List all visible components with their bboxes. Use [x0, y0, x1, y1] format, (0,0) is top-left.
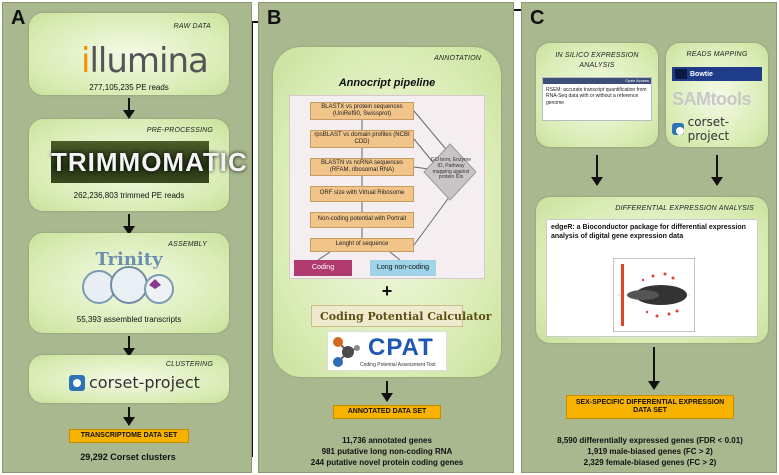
pipeline-step-3: BLASTN vs ncRNA sequences (RFAM, ribosom…	[310, 158, 414, 176]
pre-processing-box: PRE-PROCESSING TRIMMOMATIC 262,236,803 t…	[29, 119, 247, 211]
cpat-subtitle: Coding Potential Assessment Tool	[360, 362, 436, 368]
cpat-name: CPAT	[368, 334, 434, 361]
sex-specific-badge: SEX-SPECIFIC DIFFERENTIAL EXPRESSION DAT…	[566, 395, 734, 420]
pipeline-step-6: Lenght of sequence	[310, 238, 414, 252]
diff-result-3: 2,329 female-biased genes (FC > 2)	[583, 458, 717, 467]
reads-corset-icon	[672, 123, 684, 135]
pipeline-step-2: rpsBLAST vs domain profiles (NCBI CDD)	[310, 130, 414, 148]
annotation-box: ANNOTATION Annocript pipeline BLASTX vs …	[273, 47, 501, 377]
annotation-title: ANNOTATION	[434, 55, 481, 62]
cpc-logo: Coding Potential Calculator	[311, 305, 492, 327]
panel-c: C IN SILICO EXPRESSION ANALYSIS Open Acc…	[521, 2, 777, 473]
in-silico-title: IN SILICO EXPRESSION ANALYSIS	[555, 52, 639, 69]
panel-a-label: A	[11, 7, 26, 29]
arrow-c2	[711, 155, 723, 186]
diff-result-2: 1,919 male-biased genes (FC > 2)	[587, 447, 713, 456]
annocript-title: Annocript pipeline	[338, 77, 436, 89]
cpat-logo: CPAT Coding Potential Assessment Tool	[327, 331, 447, 371]
corset-text: corset-project	[89, 373, 200, 392]
panel-b: B ANNOTATION Annocript pipeline BLASTX v…	[258, 2, 514, 473]
edger-paper: edgeR: a Bioconductor package for differ…	[546, 219, 758, 337]
corset-logo: corset-project	[69, 373, 200, 392]
edger-title: edgeR: a Bioconductor package for differ…	[551, 224, 746, 241]
arrow-a1	[123, 98, 135, 119]
arrow-a4	[123, 407, 135, 426]
pre-processing-title: PRE-PROCESSING	[146, 127, 213, 134]
corset-icon	[69, 374, 85, 391]
trinity-logo: Trinity	[82, 249, 174, 304]
reads-mapping-box: READS MAPPING Bowtie SAMtools corset-pro…	[666, 43, 768, 147]
arrow-a2	[123, 214, 135, 235]
diff-expr-title: DIFFERENTIAL EXPRESSION ANALYSIS	[615, 205, 754, 212]
rsem-open-access: Open Access	[625, 78, 649, 83]
pre-processing-caption: 262,236,803 trimmed PE reads	[73, 191, 185, 200]
clustering-box: CLUSTERING corset-project	[29, 355, 229, 403]
reads-mapping-title: READS MAPPING	[686, 51, 748, 58]
clustering-title: CLUSTERING	[165, 361, 213, 368]
arrow-b1	[381, 381, 393, 402]
bowtie-text: Bowtie	[690, 70, 713, 78]
reads-corset-logo: corset-project	[672, 115, 768, 143]
assembly-title: ASSEMBLY	[168, 241, 207, 248]
pipeline-step-5: Non-coding potential with Portrait	[310, 212, 414, 228]
bowtie-logo: Bowtie	[672, 67, 762, 81]
coding-box: Coding	[294, 260, 352, 276]
plus-sign: +	[381, 281, 393, 301]
raw-data-box: RAW DATA illumina 277,105,235 PE reads	[29, 13, 229, 95]
panel-b-label: B	[267, 7, 282, 29]
annotation-result-3: 244 putative novel protein coding genes	[310, 458, 464, 467]
pipeline-step-1: BLASTX vs protein sequences (UniRef90, S…	[310, 102, 414, 120]
noncoding-box: Long non-coding	[370, 260, 436, 276]
illumina-logo: illumina	[81, 41, 209, 81]
rsem-journal-bar: Open Access	[543, 78, 651, 84]
trinity-text: Trinity	[95, 249, 163, 270]
annotation-result-2: 981 putative long non-coding RNA	[321, 447, 453, 456]
assembly-box: ASSEMBLY Trinity 55,393 assembled transc…	[29, 233, 229, 333]
transcriptome-badge: TRANSCRIPTOME DATA SET	[69, 429, 189, 444]
bowtie-icon	[675, 69, 687, 79]
annotation-result-1: 11,736 annotated genes	[342, 436, 432, 445]
go-term-text: GO term, Enzyme ID, Pathway mapping agai…	[430, 157, 471, 181]
rsem-title: RSEM: accurate transcript quantification…	[546, 87, 647, 106]
arrow-c1	[591, 155, 603, 186]
reads-corset-text: corset-project	[687, 115, 730, 143]
molecule-icon	[333, 337, 360, 367]
in-silico-box: IN SILICO EXPRESSION ANALYSIS Open Acces…	[536, 43, 658, 147]
samtools-logo: SAMtools	[672, 89, 752, 109]
annotated-badge: ANNOTATED DATA SET	[333, 405, 441, 420]
diff-result-1: 8,590 differentially expressed genes (FD…	[557, 436, 743, 445]
panel-a: A RAW DATA illumina 277,105,235 PE reads…	[2, 2, 252, 473]
assembly-caption: 55,393 assembled transcripts	[76, 315, 182, 324]
raw-data-title: RAW DATA	[173, 23, 211, 30]
arrow-c3	[648, 347, 660, 390]
cpc-text: Coding Potential Calculator	[320, 309, 492, 323]
rsem-paper: Open Access RSEM: accurate transcript qu…	[542, 77, 652, 121]
transcriptome-result: 29,292 Corset clusters	[80, 452, 176, 462]
pipeline-panel: BLASTX vs protein sequences (UniRef90, S…	[289, 95, 485, 279]
trimmomatic-logo: TRIMMOMATIC	[51, 141, 247, 183]
arrow-a3	[123, 336, 135, 357]
raw-data-caption: 277,105,235 PE reads	[89, 83, 169, 92]
panel-c-label: C	[530, 7, 545, 29]
pipeline-step-4: ORF size with Virtual Ribosome	[310, 186, 414, 202]
ma-plot	[613, 258, 695, 332]
diff-expr-box: DIFFERENTIAL EXPRESSION ANALYSIS edgeR: …	[536, 197, 768, 343]
pipeline-connectors	[317, 110, 477, 261]
